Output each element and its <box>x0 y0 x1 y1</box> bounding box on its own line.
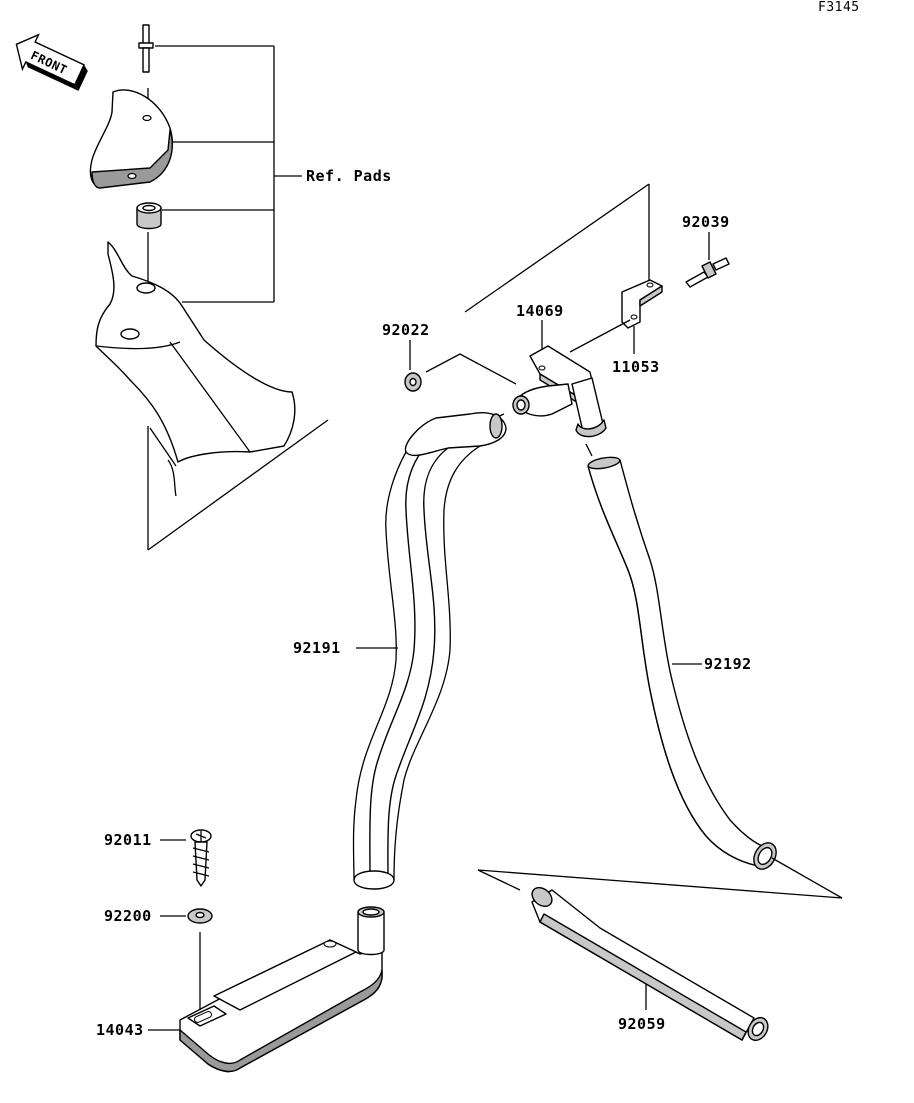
part-92192-label: 92192 <box>704 655 752 673</box>
part-11053-clamp: 11053 <box>612 279 663 376</box>
part-92200-washer: 92200 <box>104 907 213 1010</box>
part-92022-washer: 92022 <box>382 321 517 392</box>
part-92059-label: 92059 <box>618 1015 666 1033</box>
part-92191-hose: 92191 <box>293 412 507 890</box>
part-92039-rivet: 92039 <box>682 213 730 288</box>
part-92011-screw: 92011 <box>104 829 212 887</box>
pad-pin <box>138 24 154 73</box>
part-92191-label: 92191 <box>293 639 341 657</box>
ref-pads-group: Ref. Pads <box>89 24 392 551</box>
pad <box>89 89 173 189</box>
bracket-body <box>95 241 296 497</box>
ref-pads-label: Ref. Pads <box>306 167 392 185</box>
part-92200-label: 92200 <box>104 907 152 925</box>
front-arrow-icon: FRONT <box>15 33 88 91</box>
collar <box>136 202 162 230</box>
figure-code: F3145 <box>818 0 860 15</box>
part-92192-hose: 92192 <box>587 456 777 870</box>
part-92011-label: 92011 <box>104 831 152 849</box>
part-92039-label: 92039 <box>682 213 730 231</box>
part-92022-label: 92022 <box>382 321 430 339</box>
part-14069-fitting: 14069 <box>512 302 607 438</box>
part-92059-tube: 92059 <box>531 886 769 1042</box>
part-14069-label: 14069 <box>516 302 564 320</box>
part-14043-strainer: 14043 <box>96 906 385 1073</box>
part-11053-label: 11053 <box>612 358 660 376</box>
part-14043-label: 14043 <box>96 1021 144 1039</box>
